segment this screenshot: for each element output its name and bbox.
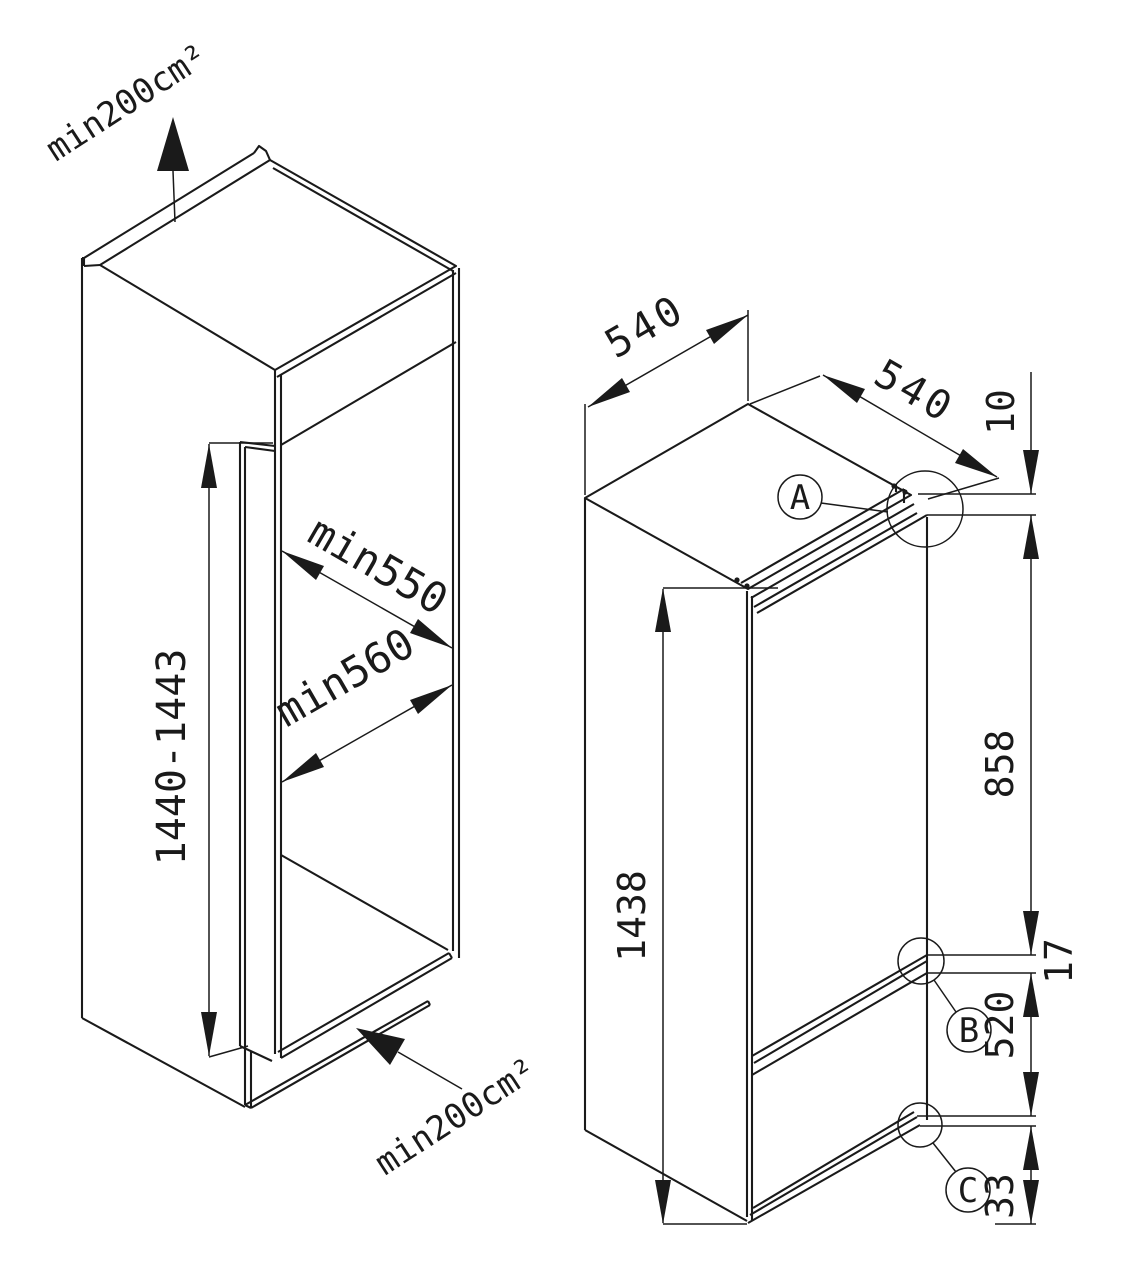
arrowhead-up-icon — [201, 444, 217, 488]
top-gap-label: 10 — [979, 389, 1023, 435]
door-gap-label: 17 — [1037, 938, 1081, 984]
upper-door-label: 858 — [978, 730, 1022, 799]
appliance-front-left-edge — [745, 591, 754, 1220]
fixing-dot — [902, 489, 908, 495]
niche-top-face — [98, 158, 458, 372]
niche-height-label: 1440-1443 — [149, 649, 195, 866]
lower-door-label: 520 — [978, 991, 1022, 1060]
arrowhead-upleft-icon — [282, 551, 324, 580]
niche-plinth — [239, 1000, 431, 1109]
detail-circle-a — [886, 470, 964, 548]
niche-right-top-edge-double — [272, 167, 454, 272]
vent-arrow-up-icon — [157, 117, 189, 171]
vent-arrow-upleft-icon — [356, 1028, 405, 1065]
appliance-height-label: 1438 — [610, 870, 654, 962]
arrowhead-upright-icon — [410, 685, 452, 714]
appliance-bottom-edges — [747, 1111, 921, 1224]
dim-chain-right: 10 858 17 520 33 — [917, 372, 1081, 1225]
dim-appliance-height: 1438 — [610, 587, 778, 1225]
detail-circle-c — [897, 1102, 943, 1148]
detail-c-label: C — [958, 1171, 978, 1211]
appliance-door-split — [751, 954, 928, 1076]
appliance-top-face — [583, 402, 913, 591]
fixing-dot — [734, 577, 740, 583]
dim-niche-height: 1440-1443 — [149, 442, 273, 1058]
niche-floor — [277, 854, 453, 1059]
appliance-top-rail — [740, 484, 928, 614]
arrowhead-down-icon — [201, 1012, 217, 1056]
niche-top-band — [276, 272, 457, 446]
arrowhead-downright-icon — [410, 619, 452, 648]
niche-vertical-edges — [238, 268, 461, 1105]
arrowhead-downleft-icon — [282, 753, 324, 782]
appliance-figure: A B C 1438 540 — [583, 286, 1081, 1225]
bottom-gap-label: 33 — [978, 1173, 1022, 1219]
appliance-left-face — [583, 498, 748, 1222]
niche-left-panel — [80, 256, 246, 1108]
balloon-c: C — [932, 1142, 991, 1213]
detail-b-label: B — [959, 1011, 979, 1051]
balloon-a: A — [777, 474, 889, 520]
detail-a-label: A — [790, 478, 810, 518]
detail-circle-b — [897, 937, 945, 985]
balloon-b: B — [933, 979, 992, 1053]
